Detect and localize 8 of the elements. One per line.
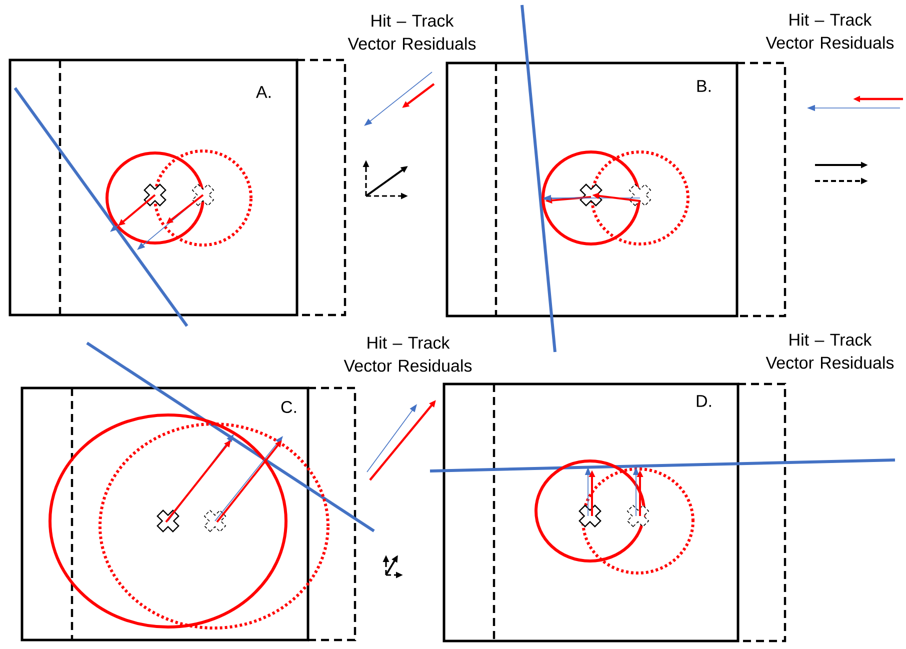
panel-letter: D. <box>696 395 711 407</box>
caption-text: Hit – Track Vector Residuals <box>344 336 472 372</box>
panel-letter: B. <box>697 80 710 92</box>
panel-letter: A. <box>256 86 270 98</box>
caption-text: Hit – Track Vector Residuals <box>766 333 894 369</box>
caption-text: Hit – Track Vector Residuals <box>766 13 894 49</box>
caption-text: Hit – Track Vector Residuals <box>348 14 476 50</box>
panel-letter: C. <box>281 400 296 414</box>
